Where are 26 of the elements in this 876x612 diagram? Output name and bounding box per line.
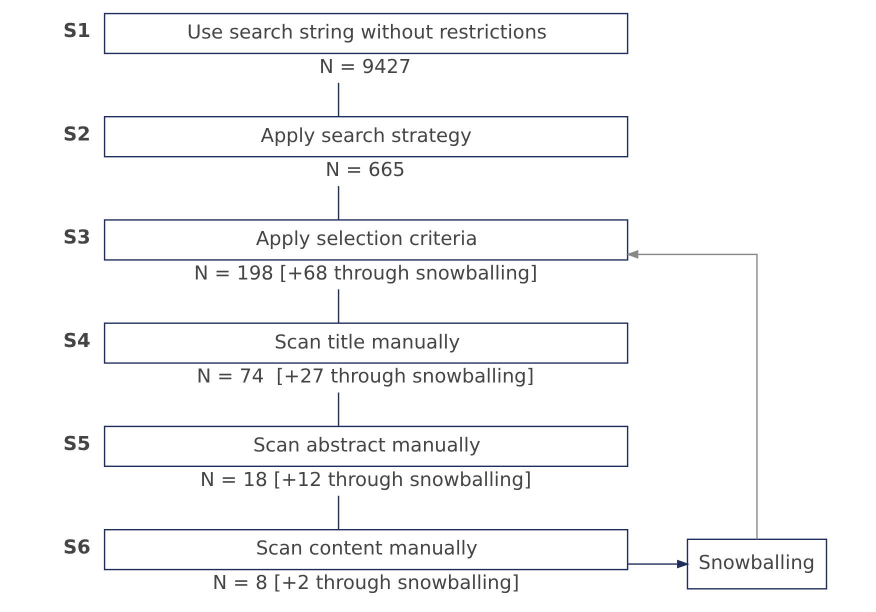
node-box: Use search string without restrictions (104, 12, 628, 54)
node-label: N = 8 [+2 through snowballing] (212, 571, 520, 594)
connector (338, 392, 340, 426)
node-label: S6 (63, 535, 91, 558)
node-label: N = 198 [+68 through snowballing] (194, 261, 538, 284)
node-label: S2 (63, 122, 91, 146)
node-box: Apply search strategy (104, 116, 628, 158)
node-label: S5 (63, 432, 91, 456)
connector (338, 82, 340, 117)
node-label: N = 74 [+27 through snowballing] (196, 364, 534, 388)
node-box: Apply selection criteria (104, 219, 628, 261)
node-label: S3 (63, 226, 91, 249)
connector (338, 186, 340, 220)
node-label: N = 18 [+12 through snowballing] (200, 468, 532, 491)
connector (338, 496, 340, 530)
arrow (626, 250, 758, 540)
node-box: Snowballing (686, 538, 828, 590)
node-label: N = 9427 (319, 54, 412, 78)
node-box: Scan title manually (104, 322, 628, 364)
arrow (628, 560, 690, 568)
node-box: Scan abstract manually (104, 426, 628, 468)
node-label: S4 (63, 328, 91, 352)
node-box: Scan content manually (104, 528, 628, 570)
node-label: S1 (63, 19, 91, 42)
connector (338, 289, 340, 324)
node-label: N = 665 (325, 158, 405, 182)
